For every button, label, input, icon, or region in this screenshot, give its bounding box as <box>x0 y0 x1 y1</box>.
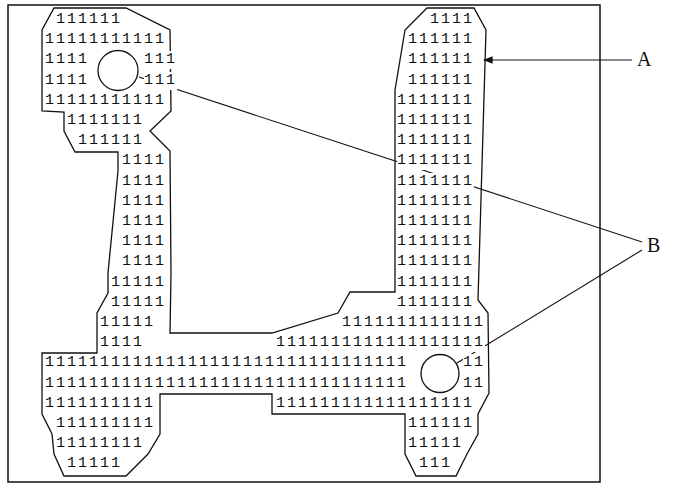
grid-digit-run: 1111 <box>122 213 166 231</box>
grid-digit-run: 1111111 <box>397 294 474 312</box>
grid-digit-run: 111111111111111111111111111111111 <box>45 375 408 393</box>
grid-digit-run: 11111 <box>111 294 166 312</box>
hole-circle <box>421 355 459 393</box>
grid-digit-run: 1111111 <box>67 112 144 130</box>
grid-digit-run: 1111 <box>122 173 166 191</box>
grid-digit-run: 111 <box>419 455 452 473</box>
grid-digit-run: 11111 <box>100 314 155 332</box>
hole-circle <box>98 51 138 91</box>
callout-letter: B <box>646 234 661 256</box>
grid-digit-run: 11111111111 <box>45 31 166 49</box>
grid-digit-run: 1111111 <box>397 92 474 110</box>
grid-digit-run: 111 <box>144 72 177 90</box>
map-frame <box>8 5 600 482</box>
grid-digit-run: 1111 <box>45 72 89 90</box>
grid-digit-run: 11111111 <box>56 435 144 453</box>
grid-digit-run: 111111111 <box>56 415 155 433</box>
grid-digit-run: 1111 <box>45 51 89 69</box>
grid-digit-run: 1111111 <box>397 173 474 191</box>
grid-digit-run: 1111111 <box>397 253 474 271</box>
grid-digit-run: 11111 <box>67 455 122 473</box>
grid-digit-run: 11111 <box>408 435 463 453</box>
grid-digit-run: 1111 <box>122 152 166 170</box>
grid-digit-run: 1111111 <box>397 274 474 292</box>
grid-digit-run: 11111111111 <box>45 92 166 110</box>
grid-digit-run: 111111 <box>408 51 474 69</box>
grid-digit-run: 111111 <box>56 11 122 29</box>
grid-digit-run: 1111111111111111111 <box>276 334 485 352</box>
grid-digit-run: 1111 <box>122 253 166 271</box>
grid-digit-run: 111111111111111111111111111111111 <box>45 354 408 372</box>
grid-digit-run: 11111 <box>111 274 166 292</box>
grid-digit-run: 111111 <box>408 72 474 90</box>
grid-digit-run: 1111111111 <box>45 395 155 413</box>
grid-digit-run: 1111 <box>122 193 166 211</box>
grid-digit-run: 1111 <box>122 233 166 251</box>
grid-digit-run: 1111111 <box>397 152 474 170</box>
grid-digit-run: 11 <box>463 354 485 372</box>
grid-digit-run: 1111111 <box>397 112 474 130</box>
grid-digit-run: 111 <box>144 51 177 69</box>
region-outline <box>42 8 489 476</box>
leader-arrow <box>484 59 632 60</box>
grid-digit-run: 1111111 <box>397 213 474 231</box>
grid-digit-run: 111111 <box>408 415 474 433</box>
grid-digit-run: 11 <box>463 375 485 393</box>
grid-digit-run: 1111111111111 <box>342 314 485 332</box>
grid-digit-run: 111111 <box>78 132 144 150</box>
grid-digit-run: 1111 <box>100 334 144 352</box>
leader-line <box>139 77 642 242</box>
grid-digit-run: 1111111 <box>397 233 474 251</box>
grid-digit-run: 111111 <box>408 31 474 49</box>
grid-digit-run: 111111111111111111 <box>276 395 474 413</box>
grid-digit-run: 1111 <box>430 11 474 29</box>
grid-digit-run: 1111111 <box>397 193 474 211</box>
grid-digit-run: 1111111 <box>397 132 474 150</box>
callout-letter: A <box>636 48 652 70</box>
